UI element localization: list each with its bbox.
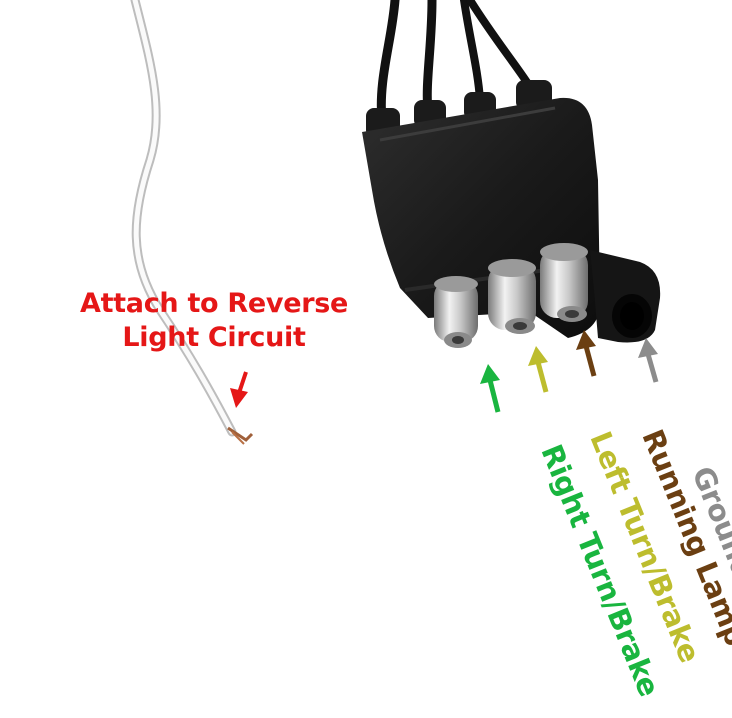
arrow-running-lamp: [576, 330, 597, 377]
reverse-light-callout: Attach to Reverse Light Circuit: [60, 287, 368, 355]
pin-running-lamp: [540, 243, 588, 322]
white-wire: [130, 0, 254, 445]
arrow-right-turn: [480, 364, 501, 413]
pin-left-turn: [488, 259, 536, 334]
black-wires: [376, 0, 536, 125]
callout-line-1: Attach to Reverse: [79, 288, 349, 319]
callout-line-2: Light Circuit: [122, 322, 306, 353]
arrow-ground: [638, 338, 659, 383]
pin-arrows: [480, 330, 659, 413]
callout-arrow: [230, 371, 248, 408]
arrow-left-turn: [528, 346, 549, 393]
pin-right-turn: [434, 276, 478, 348]
connector-pins: [434, 243, 588, 348]
